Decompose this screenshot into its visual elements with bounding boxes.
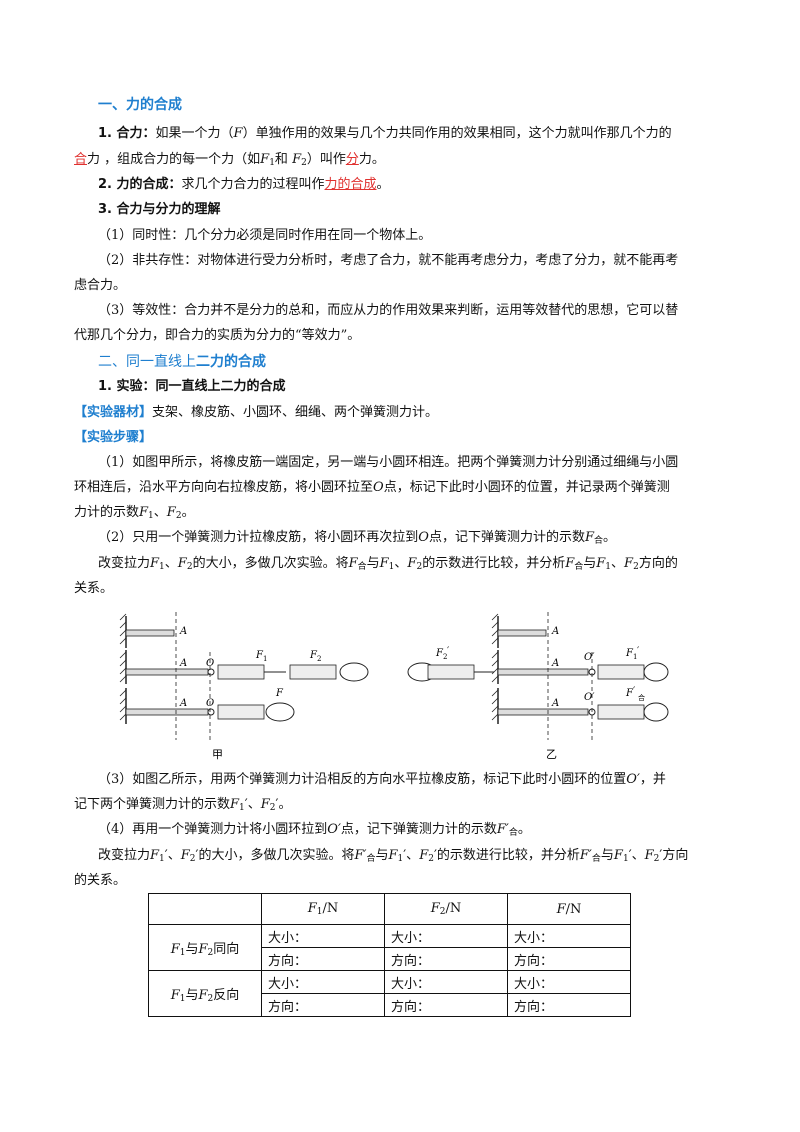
label-F1p-yi: F bbox=[625, 648, 634, 659]
cell-direction[interactable]: 方向： bbox=[384, 947, 508, 971]
paragraph-simultaneity: （1）同时性：几个分力必须是同时作用在同一个物体上。 bbox=[98, 228, 432, 243]
subheading-understanding: 3. 合力与分力的理解 bbox=[98, 202, 221, 217]
table-row: F1与F2同向 大小： 大小： 大小： bbox=[148, 924, 631, 971]
prime-2-yi: ′ bbox=[447, 646, 450, 657]
step-1-line-1: （1）如图甲所示，将橡皮筋一端固定，另一端与小圆环相连。把两个弹簧测力计分别通过… bbox=[98, 455, 679, 470]
cell-size[interactable]: 大小： bbox=[507, 970, 631, 994]
paragraph-resultant-force-cont: 合力 ，组成合力的每一个力（如F1和 F2）叫作分力。 bbox=[74, 152, 385, 168]
prime-he-yi: ′ bbox=[633, 686, 636, 697]
label-F2p-yi: F bbox=[435, 648, 444, 659]
record-table: F1/N F2/N F/N F1与F2同向 大小： 大小： 大小： 方向： 方向… bbox=[148, 893, 631, 1017]
step-1-line-3: 力计的示数F1、F2。 bbox=[74, 505, 195, 521]
cell-size[interactable]: 大小： bbox=[261, 970, 385, 994]
row-label-same-direction: F1与F2同向 bbox=[148, 924, 262, 971]
step-3-line-2: 记下两个弹簧测力计的示数F1′、F2′。 bbox=[74, 797, 292, 813]
experiment-title: 1. 实验：同一直线上二力的合成 bbox=[98, 379, 286, 394]
experiment-figure: A A A O O F 1 F 2 F 甲 F bbox=[119, 612, 669, 761]
table-corner bbox=[148, 893, 262, 925]
figure-jia: A A A O O F 1 F 2 F 甲 bbox=[119, 612, 369, 761]
header-F: F/N bbox=[507, 893, 631, 925]
sub-2-yi: 2 bbox=[443, 653, 447, 661]
paragraph-composition: 2. 力的合成：求几个力合力的过程叫作力的合成。 bbox=[98, 177, 390, 192]
label-F-jia: F bbox=[275, 688, 284, 699]
label-A-yi-3: A bbox=[551, 698, 559, 709]
row-label-opposite-direction: F1与F2反向 bbox=[148, 970, 262, 1017]
cell-size[interactable]: 大小： bbox=[384, 924, 508, 948]
step-2-line: （2）只用一个弹簧测力计拉橡皮筋，将小圆环再次拉到O点，记下弹簧测力计的示数F合… bbox=[98, 530, 617, 546]
label-Op-1: O′ bbox=[584, 652, 595, 663]
label-F2-jia: F bbox=[309, 650, 318, 661]
caption-yi: 乙 bbox=[546, 748, 557, 761]
cell-size[interactable]: 大小： bbox=[507, 924, 631, 948]
header-F2: F2/N bbox=[384, 893, 508, 925]
label-A-1: A bbox=[179, 626, 187, 637]
figure-yi: F 2 ′ A A A O′ O′ F 1 bbox=[407, 612, 669, 761]
cell-size[interactable]: 大小： bbox=[261, 924, 385, 948]
sub-1-jia: 1 bbox=[263, 655, 267, 663]
paragraph-non-coexistence-cont: 虑合力。 bbox=[74, 278, 127, 293]
cell-direction[interactable]: 方向： bbox=[507, 947, 631, 971]
table-row: F1与F2反向 大小： 大小： 大小： bbox=[148, 970, 631, 1017]
cell-direction[interactable]: 方向： bbox=[261, 993, 385, 1017]
prime-1-yi: ′ bbox=[637, 646, 640, 657]
caption-jia: 甲 bbox=[212, 748, 223, 761]
cell-direction[interactable]: 方向： bbox=[507, 993, 631, 1017]
label-O-1: O bbox=[206, 658, 214, 669]
label-Fhe-yi: F bbox=[625, 688, 634, 699]
table-row: 方向： 方向： 方向： bbox=[149, 947, 631, 971]
section-2-heading: 二、同一直线上二力的合成 bbox=[98, 354, 266, 370]
sub-he-yi: 合 bbox=[638, 693, 645, 702]
sub-1-yi: 1 bbox=[633, 653, 637, 661]
paragraph-resultant-force: 1. 合力：如果一个力（F）单独作用的效果与几个力共同作用的效果相同，这个力就叫… bbox=[98, 126, 672, 141]
compare-1-line-2: 关系。 bbox=[74, 581, 114, 596]
steps-label: 【实验步骤】 bbox=[74, 430, 153, 445]
sub-2-jia: 2 bbox=[317, 655, 321, 663]
label-A-3: A bbox=[179, 698, 187, 709]
label-F1-jia: F bbox=[255, 650, 264, 661]
table-header-row: F1/N F2/N F/N bbox=[148, 893, 631, 925]
compare-2-line-2: 的关系。 bbox=[74, 873, 127, 888]
header-F1: F1/N bbox=[261, 893, 385, 925]
cell-direction[interactable]: 方向： bbox=[384, 993, 508, 1017]
step-4-line: （4）再用一个弹簧测力计将小圆环拉到O′点，记下弹簧测力计的示数F′合。 bbox=[98, 822, 531, 838]
equipment-line: 【实验器材】支架、橡皮筋、小圆环、细绳、两个弹簧测力计。 bbox=[74, 405, 439, 420]
label-A-yi-1: A bbox=[551, 626, 559, 637]
label-A-2: A bbox=[179, 658, 187, 669]
label-O-2: O bbox=[206, 698, 214, 709]
compare-2-line-1: 改变拉力F1′、F2′的大小，多做几次实验。将F′合与F1′、F2′的示数进行比… bbox=[98, 848, 689, 864]
section-1-heading: 一、力的合成 bbox=[98, 97, 182, 113]
cell-direction[interactable]: 方向： bbox=[261, 947, 385, 971]
paragraph-non-coexistence: （2）非共存性：对物体进行受力分析时，考虑了合力，就不能再考虑分力，考虑了分力，… bbox=[98, 253, 679, 268]
compare-1-line-1: 改变拉力F1、F2的大小，多做几次实验。将F合与F1、F2的示数进行比较，并分析… bbox=[98, 556, 678, 572]
step-1-line-2: 环相连后，沿水平方向向右拉橡皮筋，将小圆环拉至O点，标记下此时小圆环的位置，并记… bbox=[74, 480, 670, 495]
label-A-yi-2: A bbox=[551, 658, 559, 669]
paragraph-equivalence-cont: 代那几个分力，即合力的实质为分力的“等效力”。 bbox=[74, 328, 361, 343]
table-row: 方向： 方向： 方向： bbox=[149, 993, 631, 1017]
label-Op-2: O′ bbox=[584, 692, 595, 703]
step-3-line-1: （3）如图乙所示，用两个弹簧测力计沿相反的方向水平拉橡皮筋，标记下此时小圆环的位… bbox=[98, 772, 666, 787]
paragraph-equivalence: （3）等效性：合力并不是分力的总和，而应从力的作用效果来判断，运用等效替代的思想… bbox=[98, 303, 679, 318]
cell-size[interactable]: 大小： bbox=[384, 970, 508, 994]
